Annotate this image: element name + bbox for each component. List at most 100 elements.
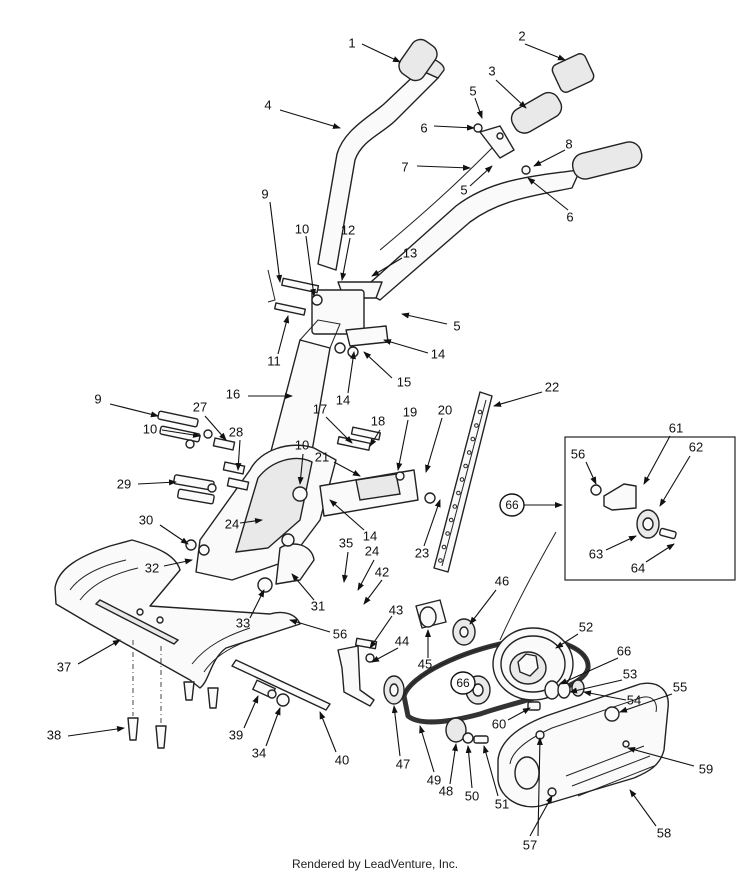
leader-line — [357, 559, 375, 591]
leader-line — [239, 517, 263, 524]
belt-cable — [499, 531, 557, 641]
leader-line — [474, 97, 483, 119]
leader-line — [363, 351, 393, 379]
leader-line — [449, 743, 458, 785]
part-number-label: 47 — [396, 756, 410, 771]
leader-line — [396, 419, 409, 471]
leader-line — [363, 579, 383, 605]
leader-line — [305, 235, 317, 297]
part-number-label: 61 — [669, 420, 683, 435]
part-number-label: 4 — [264, 97, 271, 112]
leader-line — [289, 619, 331, 633]
leader-line — [465, 745, 473, 789]
leader-line — [291, 573, 315, 601]
leader-line — [527, 177, 569, 211]
part-number-label: 23 — [415, 545, 429, 560]
spacer-45 — [415, 599, 447, 629]
part-number-label: 44 — [395, 633, 409, 648]
part-number-label: 8 — [565, 136, 572, 151]
part-number-label: 18 — [371, 413, 385, 428]
leader-line — [533, 149, 566, 167]
part-number-label: 56 — [571, 446, 585, 461]
part-number-label: 42 — [375, 564, 389, 579]
left-handle-bar — [317, 38, 445, 271]
part-number-label: 59 — [699, 761, 713, 776]
part-number-label: 53 — [623, 666, 637, 681]
depth-bar-hole — [445, 531, 450, 536]
part-number-label: 57 — [523, 837, 537, 852]
leader-line — [265, 707, 281, 747]
part-number-label: 14 — [336, 392, 350, 407]
part-number-label: 43 — [389, 602, 403, 617]
leader-line — [643, 435, 671, 485]
tine-shield — [54, 539, 301, 689]
leader-line — [423, 499, 441, 547]
leader-line — [279, 109, 341, 129]
leader-line — [333, 461, 361, 477]
depth-bar — [433, 391, 493, 573]
part-number-label: 24 — [365, 543, 379, 558]
part-number-label: 48 — [439, 783, 453, 798]
part-number-label: 64 — [631, 560, 645, 575]
depth-bar-hole — [474, 423, 479, 428]
leader-line — [493, 391, 543, 407]
part-number-label: 10 — [295, 437, 309, 452]
part-number-label: 28 — [229, 424, 243, 439]
leader-line — [277, 315, 290, 355]
hitch-bolts — [336, 426, 382, 451]
leader-line — [325, 416, 353, 444]
washers-53-55 — [527, 679, 585, 711]
part-number-label: 58 — [657, 825, 671, 840]
pulley-46 — [452, 618, 476, 646]
leader-line — [416, 164, 471, 171]
part-number-label: 20 — [438, 402, 452, 417]
leader-line — [555, 633, 579, 649]
part-number-label: 63 — [589, 546, 603, 561]
leader-line — [629, 789, 657, 827]
leader-line — [161, 429, 201, 438]
part-number-label: 21 — [315, 449, 329, 464]
part-number-label: 11 — [267, 353, 281, 368]
callout-66-belt: 66 — [450, 671, 476, 695]
leader-line — [340, 237, 351, 281]
part-number-label: 2 — [518, 28, 525, 43]
drag-bar-plate — [319, 469, 436, 517]
leader-line — [524, 43, 566, 61]
control-bail — [379, 123, 531, 251]
callout-66-belt-text: 66 — [456, 676, 470, 690]
leader-line — [583, 690, 627, 701]
part-number-label: 14 — [431, 346, 445, 361]
leader-line — [391, 705, 401, 757]
leader-line — [585, 461, 597, 485]
depth-bar-hole — [456, 490, 461, 496]
leader-line — [109, 403, 159, 418]
callout-66-text: 66 — [505, 498, 519, 512]
part-number-label: 14 — [363, 528, 377, 543]
part-number-label: 13 — [403, 245, 417, 260]
leader-line — [529, 795, 553, 837]
depth-bar-hole — [477, 409, 483, 415]
part-number-label: 5 — [469, 83, 476, 98]
leader-line — [469, 589, 497, 625]
leader-line — [163, 558, 193, 567]
leader-line — [204, 415, 227, 441]
inset-box — [564, 436, 736, 581]
leader-line — [495, 79, 527, 109]
part-number-label: 56 — [333, 626, 347, 641]
leader-line — [419, 725, 435, 773]
part-number-label: 46 — [495, 573, 509, 588]
leader-line — [67, 726, 125, 737]
leader-line — [361, 43, 401, 63]
depth-bar-hole — [470, 436, 476, 442]
depth-bar-hole — [466, 450, 472, 455]
pulley-47 — [383, 675, 405, 705]
leader-lines — [67, 43, 695, 837]
leader-line — [659, 455, 691, 507]
part-number-label: 45 — [418, 656, 432, 671]
rear-rod — [231, 659, 331, 711]
idler-48-50-51 — [445, 717, 489, 744]
leader-line — [159, 524, 189, 545]
leader-line — [341, 551, 349, 583]
leader-line — [559, 657, 619, 685]
